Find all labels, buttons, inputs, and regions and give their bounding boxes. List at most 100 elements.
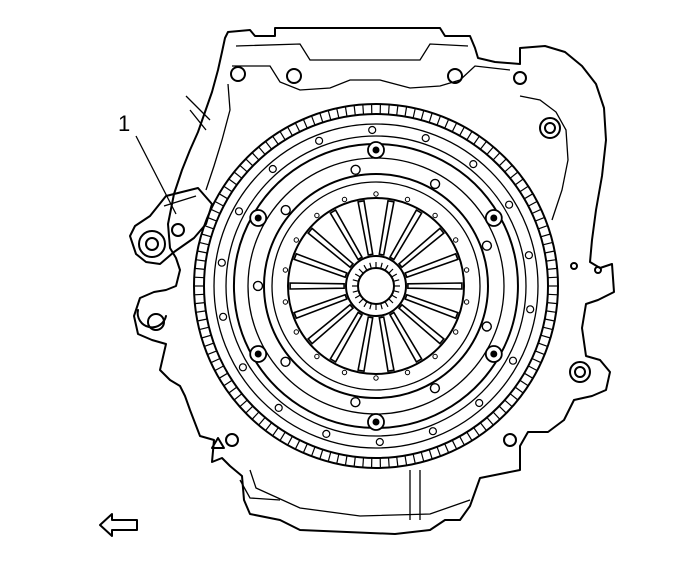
- diaphragm-spring-fingers: [282, 191, 470, 381]
- gear-tooth: [239, 164, 248, 173]
- finger-slot: [463, 299, 470, 305]
- flywheel-hole: [526, 305, 535, 314]
- gear-tooth: [387, 104, 390, 115]
- gear-tooth: [199, 326, 210, 331]
- finger-slot: [453, 329, 459, 335]
- gear-tooth: [223, 185, 233, 193]
- spring-finger: [293, 252, 348, 279]
- gear-tooth: [498, 158, 507, 167]
- spring-finger: [388, 209, 423, 261]
- plate-rivet: [429, 178, 441, 190]
- gear-tooth: [547, 276, 558, 279]
- spline-tooth: [393, 290, 400, 293]
- gear-tooth: [201, 334, 212, 339]
- gear-tooth: [344, 455, 348, 466]
- finger-slot: [453, 237, 459, 243]
- gear-tooth: [258, 146, 266, 155]
- gear-tooth: [207, 350, 217, 356]
- spline-tooth: [352, 279, 359, 282]
- plate-rivet: [280, 356, 291, 367]
- gear-tooth: [540, 334, 551, 339]
- spring-finger: [329, 209, 364, 261]
- spring-finger: [357, 316, 374, 373]
- spring-finger: [388, 311, 423, 363]
- left-arrow-icon: [99, 513, 138, 537]
- callout-leader-line: [135, 135, 177, 215]
- gear-tooth: [258, 417, 266, 426]
- spring-finger: [289, 282, 345, 290]
- finger-slot: [282, 299, 289, 305]
- gear-tooth: [294, 122, 301, 133]
- gear-tooth: [272, 427, 279, 437]
- gear-tooth: [451, 122, 458, 133]
- gear-tooth: [444, 118, 450, 129]
- gear-tooth: [279, 431, 286, 441]
- gear-tooth: [428, 449, 433, 460]
- finger-slot: [293, 329, 299, 335]
- gear-tooth: [265, 141, 273, 150]
- gear-tooth: [498, 405, 507, 414]
- finger-slot: [314, 353, 320, 360]
- gear-tooth: [492, 411, 501, 420]
- gear-tooth: [336, 108, 340, 119]
- gear-tooth: [245, 405, 254, 414]
- gear-tooth: [523, 372, 534, 379]
- spring-finger: [357, 199, 374, 256]
- spline-tooth: [380, 303, 383, 310]
- gear-tooth: [528, 365, 538, 372]
- gear-tooth: [538, 342, 548, 347]
- spring-finger: [329, 311, 364, 363]
- gear-tooth: [396, 456, 399, 467]
- flywheel-hole: [505, 200, 514, 209]
- finger-slot: [341, 369, 348, 376]
- gear-tooth: [294, 439, 301, 450]
- gear-tooth: [523, 193, 534, 200]
- gear-tooth: [528, 200, 538, 207]
- gear-tooth: [547, 267, 558, 270]
- gear-tooth: [353, 456, 356, 467]
- gear-tooth: [519, 379, 529, 387]
- spline-tooth: [384, 264, 389, 271]
- gear-tooth: [197, 318, 208, 322]
- spring-finger: [293, 293, 348, 320]
- spring-finger: [404, 252, 459, 279]
- gear-tooth: [207, 216, 217, 222]
- spline-tooth: [363, 264, 368, 271]
- gear-tooth: [504, 164, 513, 173]
- gear-tooth: [451, 439, 458, 450]
- spline-tooth: [393, 279, 400, 282]
- gear-tooth: [412, 453, 416, 464]
- spring-finger: [378, 316, 395, 373]
- gear-tooth: [420, 110, 425, 121]
- gear-tooth: [538, 225, 548, 230]
- plate-bolt-center: [372, 418, 380, 426]
- flywheel-hole: [274, 403, 283, 412]
- gear-tooth: [223, 379, 233, 387]
- gear-tooth: [479, 141, 487, 150]
- spline-tooth: [352, 290, 359, 293]
- plate-bolt-center: [372, 146, 380, 154]
- gear-tooth: [473, 135, 480, 145]
- finger-slot: [341, 196, 348, 203]
- gear-tooth: [542, 326, 553, 331]
- plate-rivet: [481, 240, 493, 251]
- flywheel-hole: [524, 251, 534, 260]
- flywheel-hole: [475, 398, 484, 408]
- gear-tooth: [473, 427, 480, 437]
- spring-finger: [307, 227, 355, 269]
- callout-label-1: 1: [118, 111, 130, 136]
- spline-tooth: [369, 262, 372, 269]
- gear-tooth: [233, 393, 243, 401]
- gear-tooth: [272, 135, 279, 145]
- flywheel-hole: [268, 164, 277, 174]
- spline-tooth: [388, 268, 394, 274]
- gear-tooth: [327, 110, 332, 121]
- gear-tooth: [199, 241, 210, 246]
- gear-tooth: [531, 357, 542, 364]
- gear-tooth: [396, 105, 399, 116]
- plate-rivet: [429, 383, 441, 394]
- flywheel-hole: [234, 207, 244, 216]
- gear-tooth: [486, 146, 494, 155]
- gear-tooth: [514, 386, 524, 394]
- spline-tooth: [391, 273, 398, 278]
